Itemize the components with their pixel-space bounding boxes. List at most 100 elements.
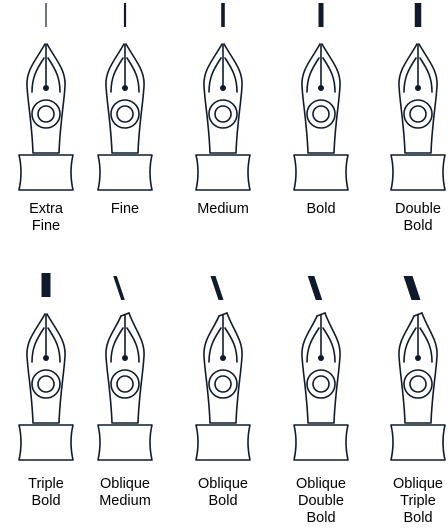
nib-inner-left bbox=[31, 327, 45, 363]
breather-outer-ring bbox=[306, 99, 336, 129]
nib-extra-fine-icon bbox=[18, 3, 74, 191]
nib-inner-left bbox=[208, 327, 222, 363]
stroke-sample bbox=[403, 276, 421, 300]
nib-oblique-medium: Oblique Medium bbox=[79, 270, 171, 520]
nib-label: Double Bold bbox=[395, 201, 441, 234]
slit-dot bbox=[43, 85, 49, 91]
nib-label: Oblique Medium bbox=[99, 476, 151, 509]
nib-inner-right bbox=[419, 57, 433, 93]
nib-medium: Medium bbox=[177, 0, 269, 250]
nib-body bbox=[105, 312, 145, 424]
nib-body bbox=[301, 43, 341, 154]
nib-triple-bold-icon bbox=[18, 273, 74, 461]
nib-label: Oblique Bold bbox=[198, 476, 248, 509]
nib-medium-icon bbox=[195, 3, 251, 191]
breather-inner-ring bbox=[214, 105, 232, 123]
nib-outline bbox=[26, 43, 66, 154]
nib-body bbox=[301, 312, 341, 424]
nib-bold-icon bbox=[293, 3, 349, 191]
nib-collar bbox=[293, 424, 349, 461]
slit-dot bbox=[415, 85, 421, 91]
breather-outer-ring bbox=[110, 369, 140, 399]
breather-inner-ring bbox=[116, 375, 134, 393]
nib-inner-left bbox=[306, 327, 320, 363]
nib-collar bbox=[293, 154, 349, 191]
nib-oblique-triple-bold-icon bbox=[390, 276, 446, 461]
nib-inner-right bbox=[47, 57, 61, 93]
nib-outline bbox=[203, 43, 243, 154]
nib-collar bbox=[390, 154, 446, 191]
nib-collar bbox=[18, 424, 74, 461]
nib-inner-right bbox=[224, 57, 238, 93]
nib-inner-left bbox=[403, 57, 417, 93]
nib-body bbox=[203, 312, 243, 424]
breather-inner-ring bbox=[214, 375, 232, 393]
breather-inner-ring bbox=[37, 105, 55, 123]
nib-body bbox=[398, 312, 438, 424]
nib-triple-bold: Triple Bold bbox=[0, 270, 92, 520]
nib-body bbox=[105, 43, 145, 154]
breather-outer-ring bbox=[403, 99, 433, 129]
nib-label: Oblique Double Bold bbox=[296, 476, 346, 526]
nib-collar bbox=[97, 154, 153, 191]
nib-oblique-double-bold: Oblique Double Bold bbox=[275, 270, 367, 526]
nib-outline bbox=[203, 312, 243, 424]
nib-extra-fine: Extra Fine bbox=[0, 0, 92, 250]
nib-body bbox=[203, 43, 243, 154]
stroke-sample bbox=[414, 3, 422, 27]
nib-label: Fine bbox=[110, 201, 140, 217]
slit-dot bbox=[220, 85, 226, 91]
nib-label: Extra Fine bbox=[29, 201, 63, 234]
stroke-sample bbox=[318, 3, 324, 27]
nib-bold: Bold bbox=[275, 0, 367, 250]
slit-dot bbox=[318, 355, 324, 361]
breather-outer-ring bbox=[208, 369, 238, 399]
nib-label: Triple Bold bbox=[28, 476, 64, 509]
nib-inner-right bbox=[126, 327, 140, 363]
nib-oblique-medium-icon bbox=[97, 276, 153, 461]
nib-collar bbox=[195, 154, 251, 191]
nib-outline bbox=[398, 312, 438, 424]
breather-inner-ring bbox=[116, 105, 134, 123]
nib-outline bbox=[105, 312, 145, 424]
nib-inner-right bbox=[419, 327, 433, 363]
nib-oblique-bold-icon bbox=[195, 276, 251, 461]
stroke-sample bbox=[113, 276, 125, 300]
nib-label: Bold bbox=[306, 201, 336, 217]
nib-oblique-double-bold-icon bbox=[293, 276, 349, 461]
breather-outer-ring bbox=[110, 99, 140, 129]
stroke-sample bbox=[307, 276, 323, 300]
breather-outer-ring bbox=[31, 369, 61, 399]
nib-inner-left bbox=[31, 57, 45, 93]
breather-outer-ring bbox=[306, 369, 336, 399]
slit-dot bbox=[220, 355, 226, 361]
nib-double-bold-icon bbox=[390, 3, 446, 191]
breather-inner-ring bbox=[37, 375, 55, 393]
nib-collar bbox=[18, 154, 74, 191]
stroke-sample bbox=[221, 3, 225, 27]
breather-inner-ring bbox=[312, 105, 330, 123]
slit-dot bbox=[318, 85, 324, 91]
nib-double-bold: Double Bold bbox=[372, 0, 448, 250]
nib-label: Oblique Triple Bold bbox=[393, 476, 443, 526]
stroke-sample bbox=[45, 3, 47, 27]
nib-body bbox=[26, 43, 66, 154]
nib-outline bbox=[26, 313, 66, 424]
stroke-sample bbox=[210, 276, 224, 300]
nib-inner-left bbox=[208, 57, 222, 93]
nib-inner-left bbox=[110, 57, 124, 93]
breather-outer-ring bbox=[208, 99, 238, 129]
nib-collar bbox=[97, 424, 153, 461]
nib-collar bbox=[195, 424, 251, 461]
nib-inner-right bbox=[47, 327, 61, 363]
nib-outline bbox=[105, 43, 145, 154]
nib-fine: Fine bbox=[79, 0, 171, 250]
nib-oblique-bold: Oblique Bold bbox=[177, 270, 269, 520]
breather-inner-ring bbox=[409, 375, 427, 393]
nib-inner-right bbox=[126, 57, 140, 93]
breather-inner-ring bbox=[312, 375, 330, 393]
nib-outline bbox=[398, 43, 438, 154]
nib-oblique-triple-bold: Oblique Triple Bold bbox=[372, 270, 448, 526]
nib-body bbox=[26, 313, 66, 424]
stroke-sample bbox=[123, 3, 127, 27]
